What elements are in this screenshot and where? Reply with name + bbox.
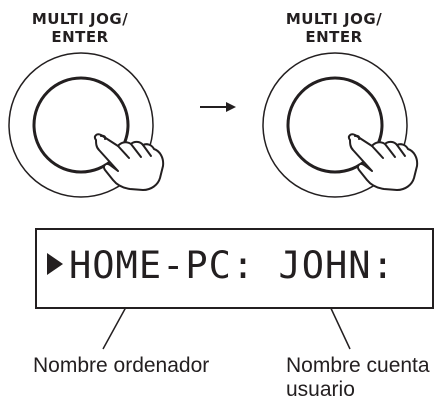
label-line1: MULTI JOG/ [285, 10, 383, 28]
caption-user-line1: Nombre cuenta [286, 354, 430, 377]
pressing-hand-icon-right [347, 133, 419, 191]
label-line1: MULTI JOG/ [31, 10, 129, 28]
cursor-triangle-icon [47, 253, 63, 275]
caption-user-account-name: Nombre cuenta usuario [286, 354, 430, 402]
right-arrow-icon [200, 102, 236, 112]
label-line2: ENTER [305, 28, 363, 46]
lcd-text-line: HOME-PC: JOHN: [47, 244, 395, 288]
pressing-hand-icon-left [93, 133, 165, 191]
caption-computer-name: Nombre ordenador [33, 354, 210, 377]
multi-jog-enter-label-left: MULTI JOG/ ENTER [0, 10, 160, 46]
multi-jog-enter-label-right: MULTI JOG/ ENTER [254, 10, 414, 46]
lcd-display: HOME-PC: JOHN: [35, 228, 434, 309]
caption-user-line2: usuario [286, 378, 355, 401]
lcd-text: HOME-PC: JOHN: [69, 244, 395, 287]
label-line2: ENTER [51, 28, 109, 46]
